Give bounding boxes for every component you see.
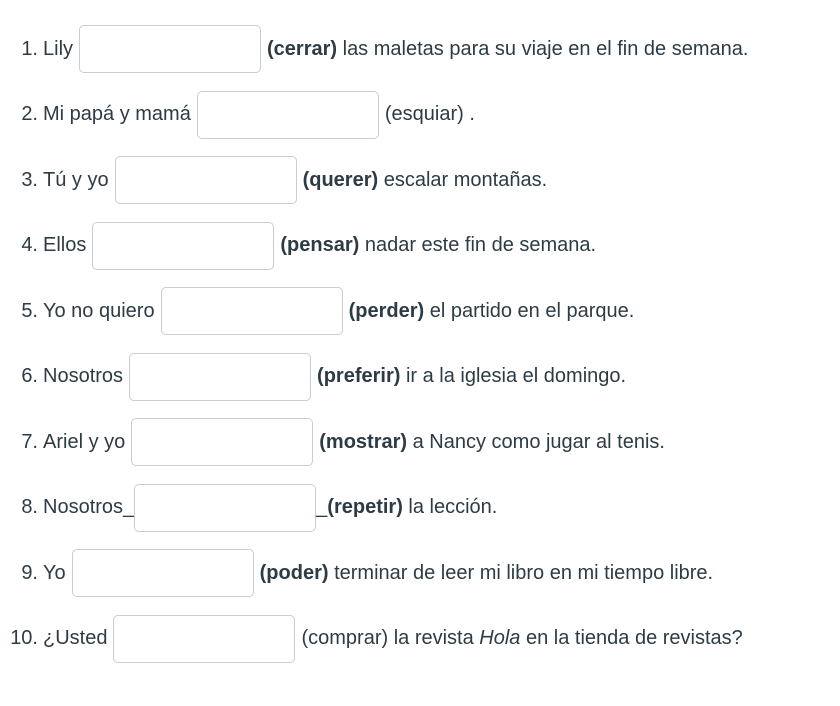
question-row: 1. Lily (cerrar) las maletas para su via…: [10, 25, 832, 73]
question-pre-text: Yo: [43, 561, 66, 584]
answer-input[interactable]: [196, 90, 379, 139]
text-segment: (cerrar): [267, 37, 338, 60]
question-pre-text: Ellos: [43, 234, 87, 256]
text-segment: en la tienda de revistas?: [520, 627, 743, 649]
question-number: 9.: [21, 561, 38, 584]
question-row: 6. Nosotros (preferir) ir a la iglesia e…: [10, 352, 832, 401]
question-number: 3.: [21, 168, 38, 191]
question-number: 6.: [21, 365, 38, 387]
text-segment: escalar montañas.: [378, 168, 548, 191]
text-segment: (esquiar) .: [384, 103, 475, 125]
text-segment: las maletas para su viaje en el fin de s…: [337, 37, 749, 60]
question-post-text: (pensar) nadar este fin de semana.: [280, 234, 596, 257]
text-segment: la lección.: [402, 496, 498, 518]
question-row: 3. Tú y yo (querer) escalar montañas.: [10, 156, 832, 204]
text-segment: (preferir): [317, 365, 401, 387]
question-pre-text: Yo no quiero: [43, 299, 155, 322]
answer-input[interactable]: [134, 483, 317, 532]
question-number: 7.: [21, 430, 38, 453]
question-post-text: (comprar) la revista Hola en la tienda d…: [301, 627, 742, 650]
question-row: 10. ¿Usted (comprar) la revista Hola en …: [10, 614, 832, 663]
text-segment: el partido en el parque.: [424, 299, 635, 322]
text-segment: terminar de leer mi libro en mi tiempo l…: [328, 561, 714, 584]
answer-input[interactable]: [160, 287, 343, 335]
question-row: 9. Yo (poder) terminar de leer mi libro …: [10, 549, 832, 597]
question-row: 4. Ellos (pensar) nadar este fin de sema…: [10, 221, 832, 270]
text-segment: (pensar): [280, 234, 360, 256]
question-row: 7. Ariel y yo (mostrar) a Nancy como jug…: [10, 418, 832, 466]
question-row: 8. Nosotros_ _(repetir) la lección.: [10, 483, 832, 532]
text-segment: nadar este fin de semana.: [359, 234, 597, 256]
answer-input[interactable]: [129, 352, 312, 401]
question-post-text: (cerrar) las maletas para su viaje en el…: [267, 38, 748, 61]
text-segment: (poder): [259, 561, 329, 584]
question-number: 10.: [10, 627, 38, 649]
question-row: 2. Mi papá y mamá (esquiar) .: [10, 90, 832, 139]
answer-input[interactable]: [92, 221, 275, 270]
text-segment: (comprar) la revista: [301, 627, 480, 649]
answer-input[interactable]: [114, 156, 297, 204]
answer-input[interactable]: [71, 549, 254, 597]
question-list: 1. Lily (cerrar) las maletas para su via…: [10, 25, 832, 663]
text-segment: (mostrar): [319, 430, 408, 453]
text-segment: (perder): [348, 299, 425, 322]
text-segment: ir a la iglesia el domingo.: [400, 365, 627, 387]
question-pre-text: Lily: [43, 37, 74, 60]
question-pre-text: Ariel y yo: [43, 430, 126, 453]
question-post-text: (perder) el partido en el parque.: [349, 300, 635, 323]
question-post-text: (preferir) ir a la iglesia el domingo.: [317, 365, 626, 388]
question-number: 5.: [21, 299, 38, 322]
question-row: 5. Yo no quiero (perder) el partido en e…: [10, 287, 832, 335]
question-post-text: (poder) terminar de leer mi libro en mi …: [260, 562, 713, 585]
question-number: 4.: [21, 234, 38, 256]
answer-input[interactable]: [113, 614, 296, 663]
question-post-text: (mostrar) a Nancy como jugar al tenis.: [319, 431, 665, 454]
question-pre-text: ¿Usted: [43, 627, 108, 649]
question-number: 8.: [21, 496, 38, 518]
question-number: 1.: [21, 37, 38, 60]
question-number: 2.: [21, 103, 38, 125]
text-segment: _: [316, 496, 328, 518]
question-post-text: _(repetir) la lección.: [316, 496, 497, 519]
text-segment: (querer): [302, 168, 379, 191]
question-post-text: (esquiar) .: [385, 103, 475, 126]
text-segment: (repetir): [327, 496, 403, 518]
exercise-sheet: 1. Lily (cerrar) las maletas para su via…: [10, 25, 832, 663]
text-segment: Hola: [479, 627, 521, 649]
question-pre-text: Nosotros_: [43, 496, 135, 518]
question-pre-text: Mi papá y mamá: [43, 103, 191, 125]
question-pre-text: Nosotros: [43, 365, 124, 387]
answer-input[interactable]: [79, 25, 262, 73]
question-post-text: (querer) escalar montañas.: [303, 169, 548, 192]
text-segment: a Nancy como jugar al tenis.: [407, 430, 665, 453]
answer-input[interactable]: [131, 418, 314, 466]
question-pre-text: Tú y yo: [43, 168, 109, 191]
